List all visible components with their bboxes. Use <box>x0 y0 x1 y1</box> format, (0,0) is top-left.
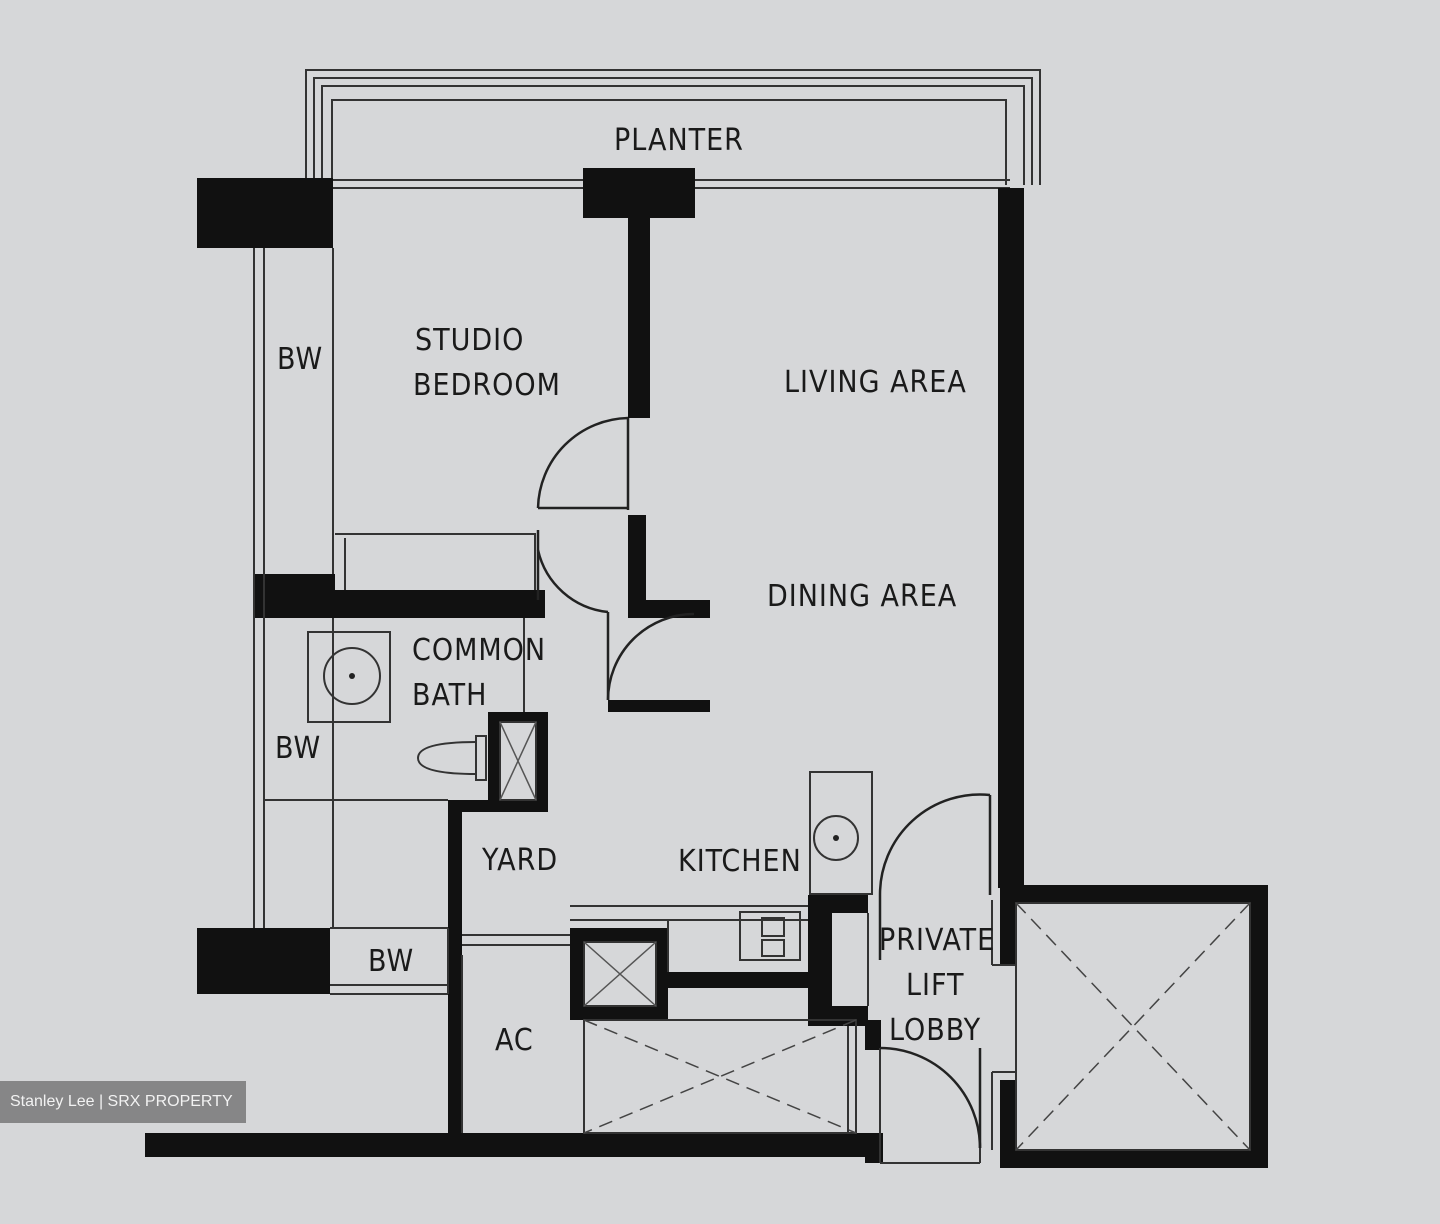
common-bath-label-line2: BATH <box>412 678 487 713</box>
yard-label: YARD <box>481 843 558 878</box>
common-bath-label-line1: COMMON <box>412 633 546 668</box>
living-area-label: LIVING AREA <box>784 365 967 400</box>
private-lift-lobby-label-line1: PRIVATE <box>879 923 995 958</box>
private-lift-lobby-label-line3: LOBBY <box>889 1013 981 1048</box>
doors <box>536 416 992 1149</box>
kitchen-label: KITCHEN <box>678 844 802 879</box>
watermark: Stanley Lee | SRX PROPERTY <box>0 1081 246 1123</box>
planter-label: PLANTER <box>614 123 744 158</box>
bw-label-top: BW <box>277 342 323 377</box>
structural-walls <box>145 168 1268 1168</box>
bw-label-bottom: BW <box>368 944 414 979</box>
ac-label: AC <box>495 1023 534 1058</box>
studio-bedroom-label-line1: STUDIO <box>415 323 524 358</box>
dining-area-label: DINING AREA <box>767 579 957 614</box>
bw-label-middle: BW <box>275 731 321 766</box>
private-lift-lobby-label-line2: LIFT <box>906 968 964 1003</box>
studio-bedroom-label-line2: BEDROOM <box>413 368 561 403</box>
bay-window-lines <box>253 248 1251 1164</box>
